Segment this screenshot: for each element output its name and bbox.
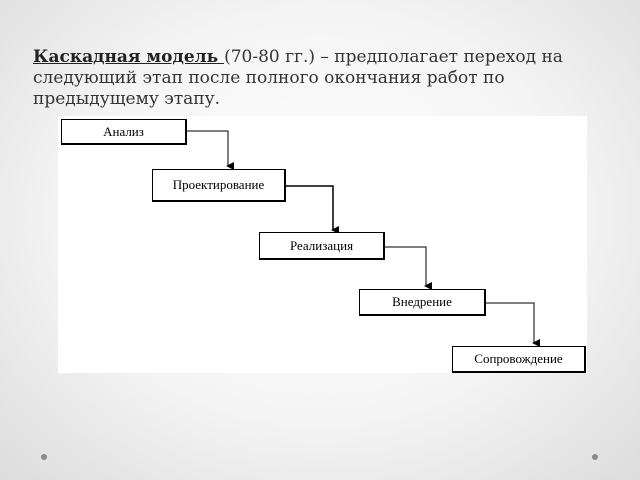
stage-implementation: Реализация [259, 232, 385, 260]
connector-arrows [186, 130, 540, 347]
stage-design: Проектирование [152, 169, 286, 202]
nav-dot-right [592, 454, 598, 460]
arrow-implementation-to-deployment [384, 246, 432, 290]
nav-dot-left [41, 454, 47, 460]
waterfall-diagram: Анализ Проектирование Реализация Внедрен… [58, 116, 587, 373]
stage-analysis: Анализ [61, 119, 187, 145]
arrow-analysis-to-design [186, 130, 234, 170]
slide-text: Каскадная модель (70-80 гг.) – предполаг… [33, 47, 608, 110]
arrow-deployment-to-support [485, 302, 540, 347]
slide-title: Каскадная модель [33, 47, 225, 67]
slide-description: (70-80 гг.) – предполагает переход на сл… [33, 47, 563, 109]
stage-support: Сопровождение [452, 346, 586, 373]
arrow-design-to-implementation [285, 185, 339, 234]
stage-deployment: Внедрение [359, 289, 486, 316]
